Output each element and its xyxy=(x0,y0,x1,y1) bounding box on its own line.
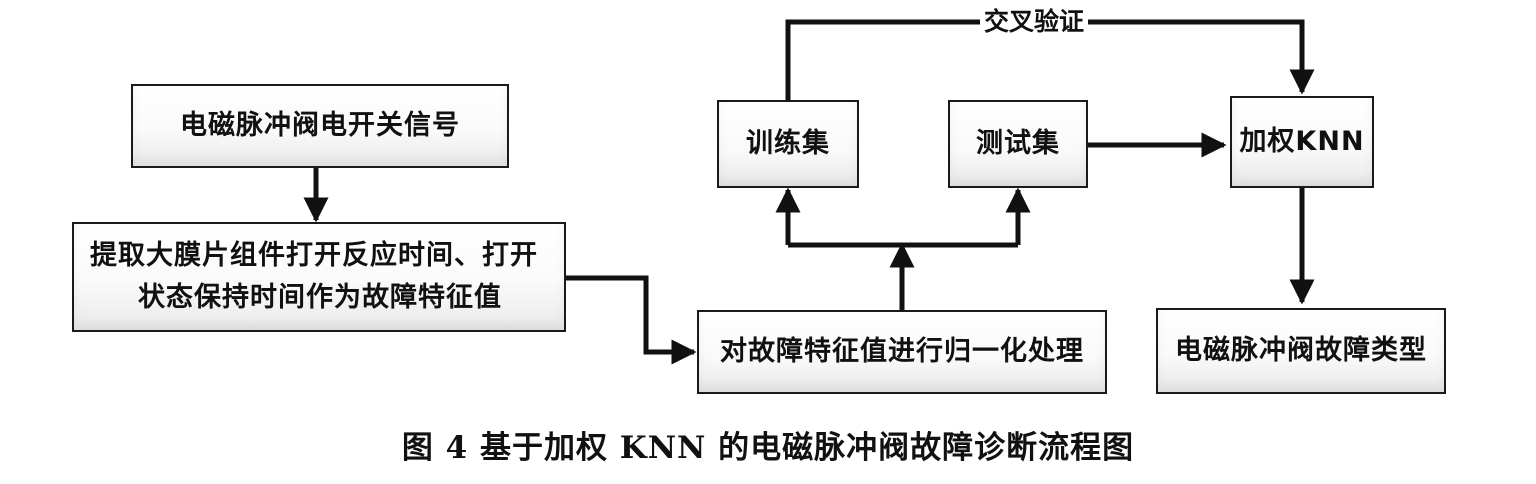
node-test: 测试集 xyxy=(948,100,1088,188)
node-fault-type: 电磁脉冲阀故障类型 xyxy=(1156,308,1446,394)
edge-extract-to-normalize xyxy=(566,275,697,365)
node-signal-label: 电磁脉冲阀电开关信号 xyxy=(180,110,460,141)
node-extract-label-line1: 提取大膜片组件打开反应时间、打开 xyxy=(90,240,538,271)
node-signal: 电磁脉冲阀电开关信号 xyxy=(131,84,509,168)
node-train-label: 训练集 xyxy=(746,128,830,159)
node-extract: 提取大膜片组件打开反应时间、打开 状态保持时间作为故障特征值 xyxy=(72,222,566,332)
node-extract-label-line2: 状态保持时间作为故障特征值 xyxy=(138,282,502,313)
node-normalize-label: 对故障特征值进行归一化处理 xyxy=(720,336,1084,367)
node-train: 训练集 xyxy=(717,100,859,188)
figure-caption: 图 4 基于加权 KNN 的电磁脉冲阀故障诊断流程图 xyxy=(401,430,1135,466)
node-fault-type-label: 电磁脉冲阀故障类型 xyxy=(1175,335,1427,366)
node-normalize: 对故障特征值进行归一化处理 xyxy=(697,310,1107,394)
node-test-label: 测试集 xyxy=(976,128,1060,159)
edge-label-cross-validation: 交叉验证 xyxy=(980,7,1089,37)
node-wknn: 加权KNN xyxy=(1230,96,1374,188)
node-wknn-label: 加权KNN xyxy=(1239,126,1365,157)
